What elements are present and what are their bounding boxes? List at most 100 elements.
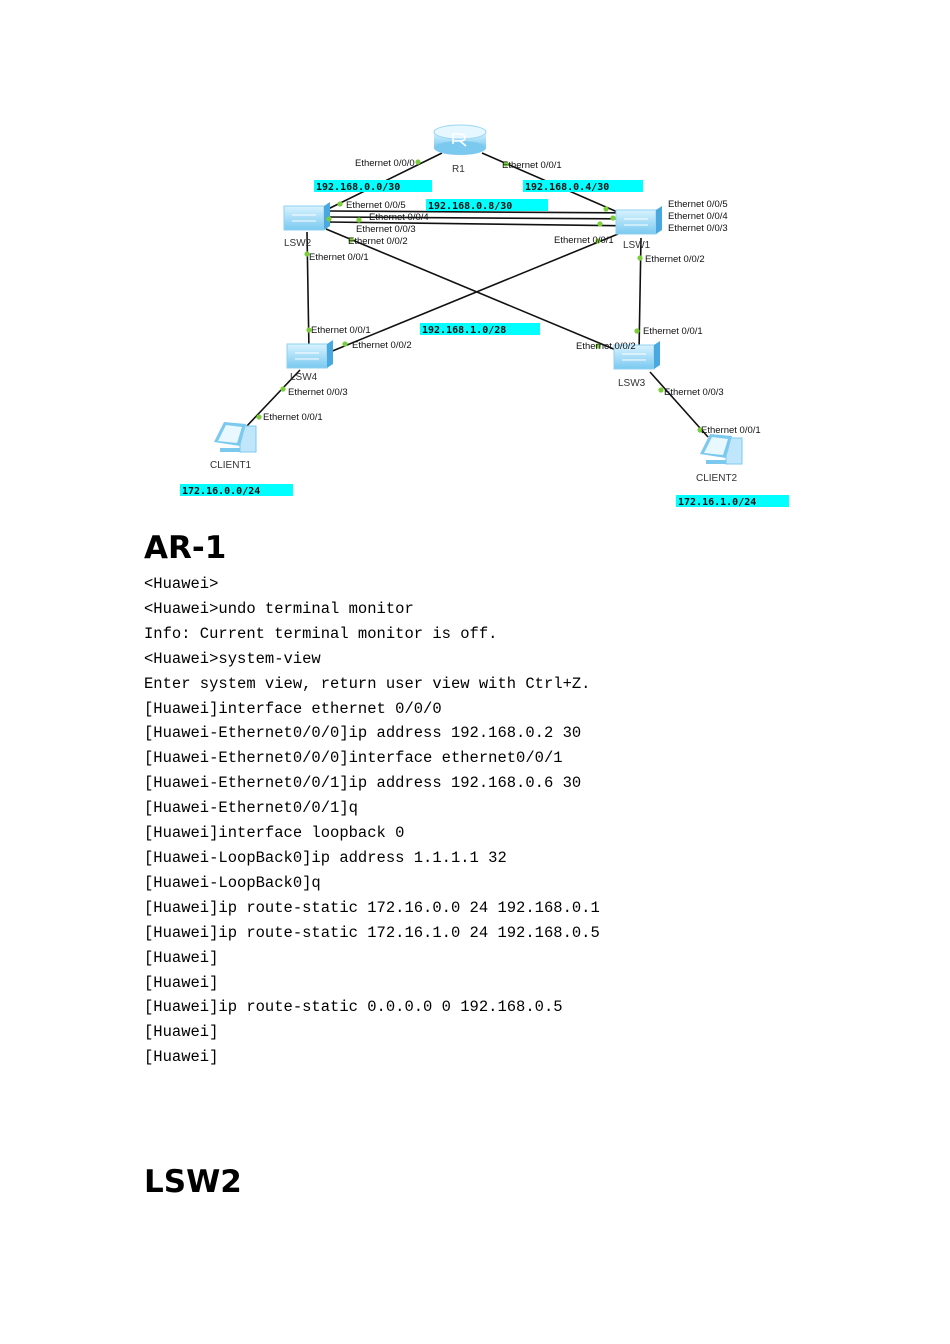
- port-label: Ethernet 0/0/1: [701, 425, 761, 436]
- config-line: [Huawei]ip route-static 0.0.0.0 0 192.16…: [144, 998, 563, 1017]
- router-glyph-icon: [452, 133, 467, 147]
- subnet-highlight: [523, 180, 643, 192]
- link-lsw4-client1: [244, 369, 301, 429]
- config-line: <Huawei>system-view: [144, 649, 321, 668]
- device-label-lsw1: LSW1: [623, 240, 651, 251]
- config-line: [Huawei-Ethernet0/0/0]ip address 192.168…: [144, 724, 582, 743]
- port-label: Ethernet 0/0/1: [309, 252, 369, 263]
- device-label-client1: CLIENT1: [210, 460, 252, 471]
- pc-icon[interactable]: [700, 434, 743, 465]
- port-dot: [256, 414, 262, 420]
- switch-icon[interactable]: [283, 202, 330, 231]
- port-label: Ethernet 0/0/5: [346, 200, 406, 211]
- port-dot: [337, 201, 343, 207]
- port-dot: [503, 161, 509, 167]
- section-heading-ar1: AR-1: [144, 530, 227, 566]
- config-line: [Huawei]: [144, 948, 219, 967]
- link-lsw2-lsw1-b: [327, 216, 641, 220]
- section-heading-lsw2: LSW2: [144, 1164, 242, 1200]
- subnet-highlight: [314, 180, 432, 192]
- port-dot: [348, 237, 354, 243]
- config-line: [Huawei]: [144, 1048, 219, 1067]
- port-label: Ethernet 0/0/1: [554, 235, 614, 246]
- port-dot: [603, 206, 609, 212]
- device-label-lsw2: LSW2: [284, 238, 312, 249]
- config-line: [Huawei]ip route-static 172.16.1.0 24 19…: [144, 923, 600, 942]
- port-label: Ethernet 0/0/2: [348, 236, 408, 247]
- config-line: Info: Current terminal monitor is off.: [144, 624, 498, 643]
- link-lsw2-lsw3: [325, 228, 617, 351]
- config-line: <Huawei>: [144, 575, 219, 593]
- device-label-lsw4: LSW4: [290, 372, 318, 383]
- config-line: [Huawei-Ethernet0/0/1]q: [144, 799, 358, 818]
- port-label: Ethernet 0/0/3: [356, 224, 416, 235]
- port-dot: [595, 343, 601, 349]
- port-label: Ethernet 0/0/4: [668, 211, 728, 222]
- subnet-highlight: [420, 323, 540, 335]
- port-label: Ethernet 0/0/1: [311, 325, 371, 336]
- subnet-label: 192.168.0.0/30: [316, 182, 400, 193]
- link-lsw2-lsw4: [306, 231, 310, 353]
- switch-icon[interactable]: [615, 206, 662, 235]
- switch-icon[interactable]: [613, 341, 660, 370]
- config-line: [Huawei]: [144, 973, 219, 992]
- links: [244, 152, 709, 438]
- subnet-label: 192.168.1.0/28: [422, 325, 506, 336]
- config-line: [Huawei]interface ethernet 0/0/0: [144, 699, 442, 718]
- config-line: [Huawei]: [144, 1023, 219, 1042]
- config-line: [Huawei-LoopBack0]ip address 1.1.1.1 32: [144, 848, 507, 867]
- config-line: [Huawei-Ethernet0/0/0]interface ethernet…: [144, 749, 563, 768]
- subnet-label: 192.168.0.8/30: [428, 201, 512, 212]
- port-label: Ethernet 0/0/4: [369, 212, 429, 223]
- config-line: [Huawei-LoopBack0]q: [144, 873, 321, 892]
- link-lsw3-client2: [649, 371, 709, 438]
- device-label-r1: R1: [452, 164, 465, 175]
- port-dot: [634, 328, 640, 334]
- pc-icon[interactable]: [214, 422, 257, 453]
- subnet-label: 172.16.1.0/24: [678, 497, 756, 508]
- port-label: Ethernet 0/0/1: [643, 326, 703, 337]
- device-label-lsw3: LSW3: [618, 378, 646, 389]
- port-label: Ethernet 0/0/3: [288, 387, 348, 398]
- port-dot: [658, 387, 664, 393]
- switch-icon[interactable]: [286, 340, 333, 369]
- link-lsw1-lsw4: [329, 233, 619, 353]
- config-line: Enter system view, return user view with…: [144, 674, 591, 693]
- port-dot: [637, 255, 643, 261]
- port-dot: [304, 251, 310, 257]
- port-dot: [610, 215, 616, 221]
- port-label: Ethernet 0/0/2: [576, 341, 636, 352]
- router-icon[interactable]: [433, 124, 487, 155]
- port-label: Ethernet 0/0/5: [668, 199, 728, 210]
- port-label: Ethernet 0/0/3: [664, 387, 724, 398]
- port-label: Ethernet 0/0/0: [355, 158, 415, 169]
- subnet-highlight: [426, 199, 548, 211]
- link-lsw2-lsw1-a: [327, 210, 641, 214]
- config-line: [Huawei-Ethernet0/0/1]ip address 192.168…: [144, 774, 582, 793]
- port-dot: [306, 327, 312, 333]
- link-lsw2-lsw1-c: [327, 221, 641, 227]
- subnet-highlight: [676, 495, 789, 507]
- port-dot: [597, 221, 603, 227]
- port-dot: [326, 216, 332, 222]
- port-label: Ethernet 0/0/1: [502, 160, 562, 171]
- subnet-label: 172.16.0.0/24: [182, 486, 260, 497]
- port-label: Ethernet 0/0/3: [668, 223, 728, 234]
- port-dot: [342, 341, 348, 347]
- port-dot: [697, 427, 703, 433]
- port-dot: [415, 159, 421, 165]
- device-label-client2: CLIENT2: [696, 473, 738, 484]
- config-line: [Huawei]ip route-static 172.16.0.0 24 19…: [144, 898, 600, 917]
- port-label: Ethernet 0/0/2: [352, 340, 412, 351]
- config-line: [Huawei]interface loopback 0: [144, 824, 405, 843]
- link-lsw1-lsw3: [638, 237, 642, 353]
- port-dot: [280, 386, 286, 392]
- subnet-label: 192.168.0.4/30: [525, 182, 609, 193]
- subnet-highlight: [180, 484, 293, 496]
- port-label: Ethernet 0/0/2: [645, 254, 705, 265]
- port-dot: [595, 238, 601, 244]
- port-dot: [356, 217, 362, 223]
- port-label: Ethernet 0/0/1: [263, 412, 323, 423]
